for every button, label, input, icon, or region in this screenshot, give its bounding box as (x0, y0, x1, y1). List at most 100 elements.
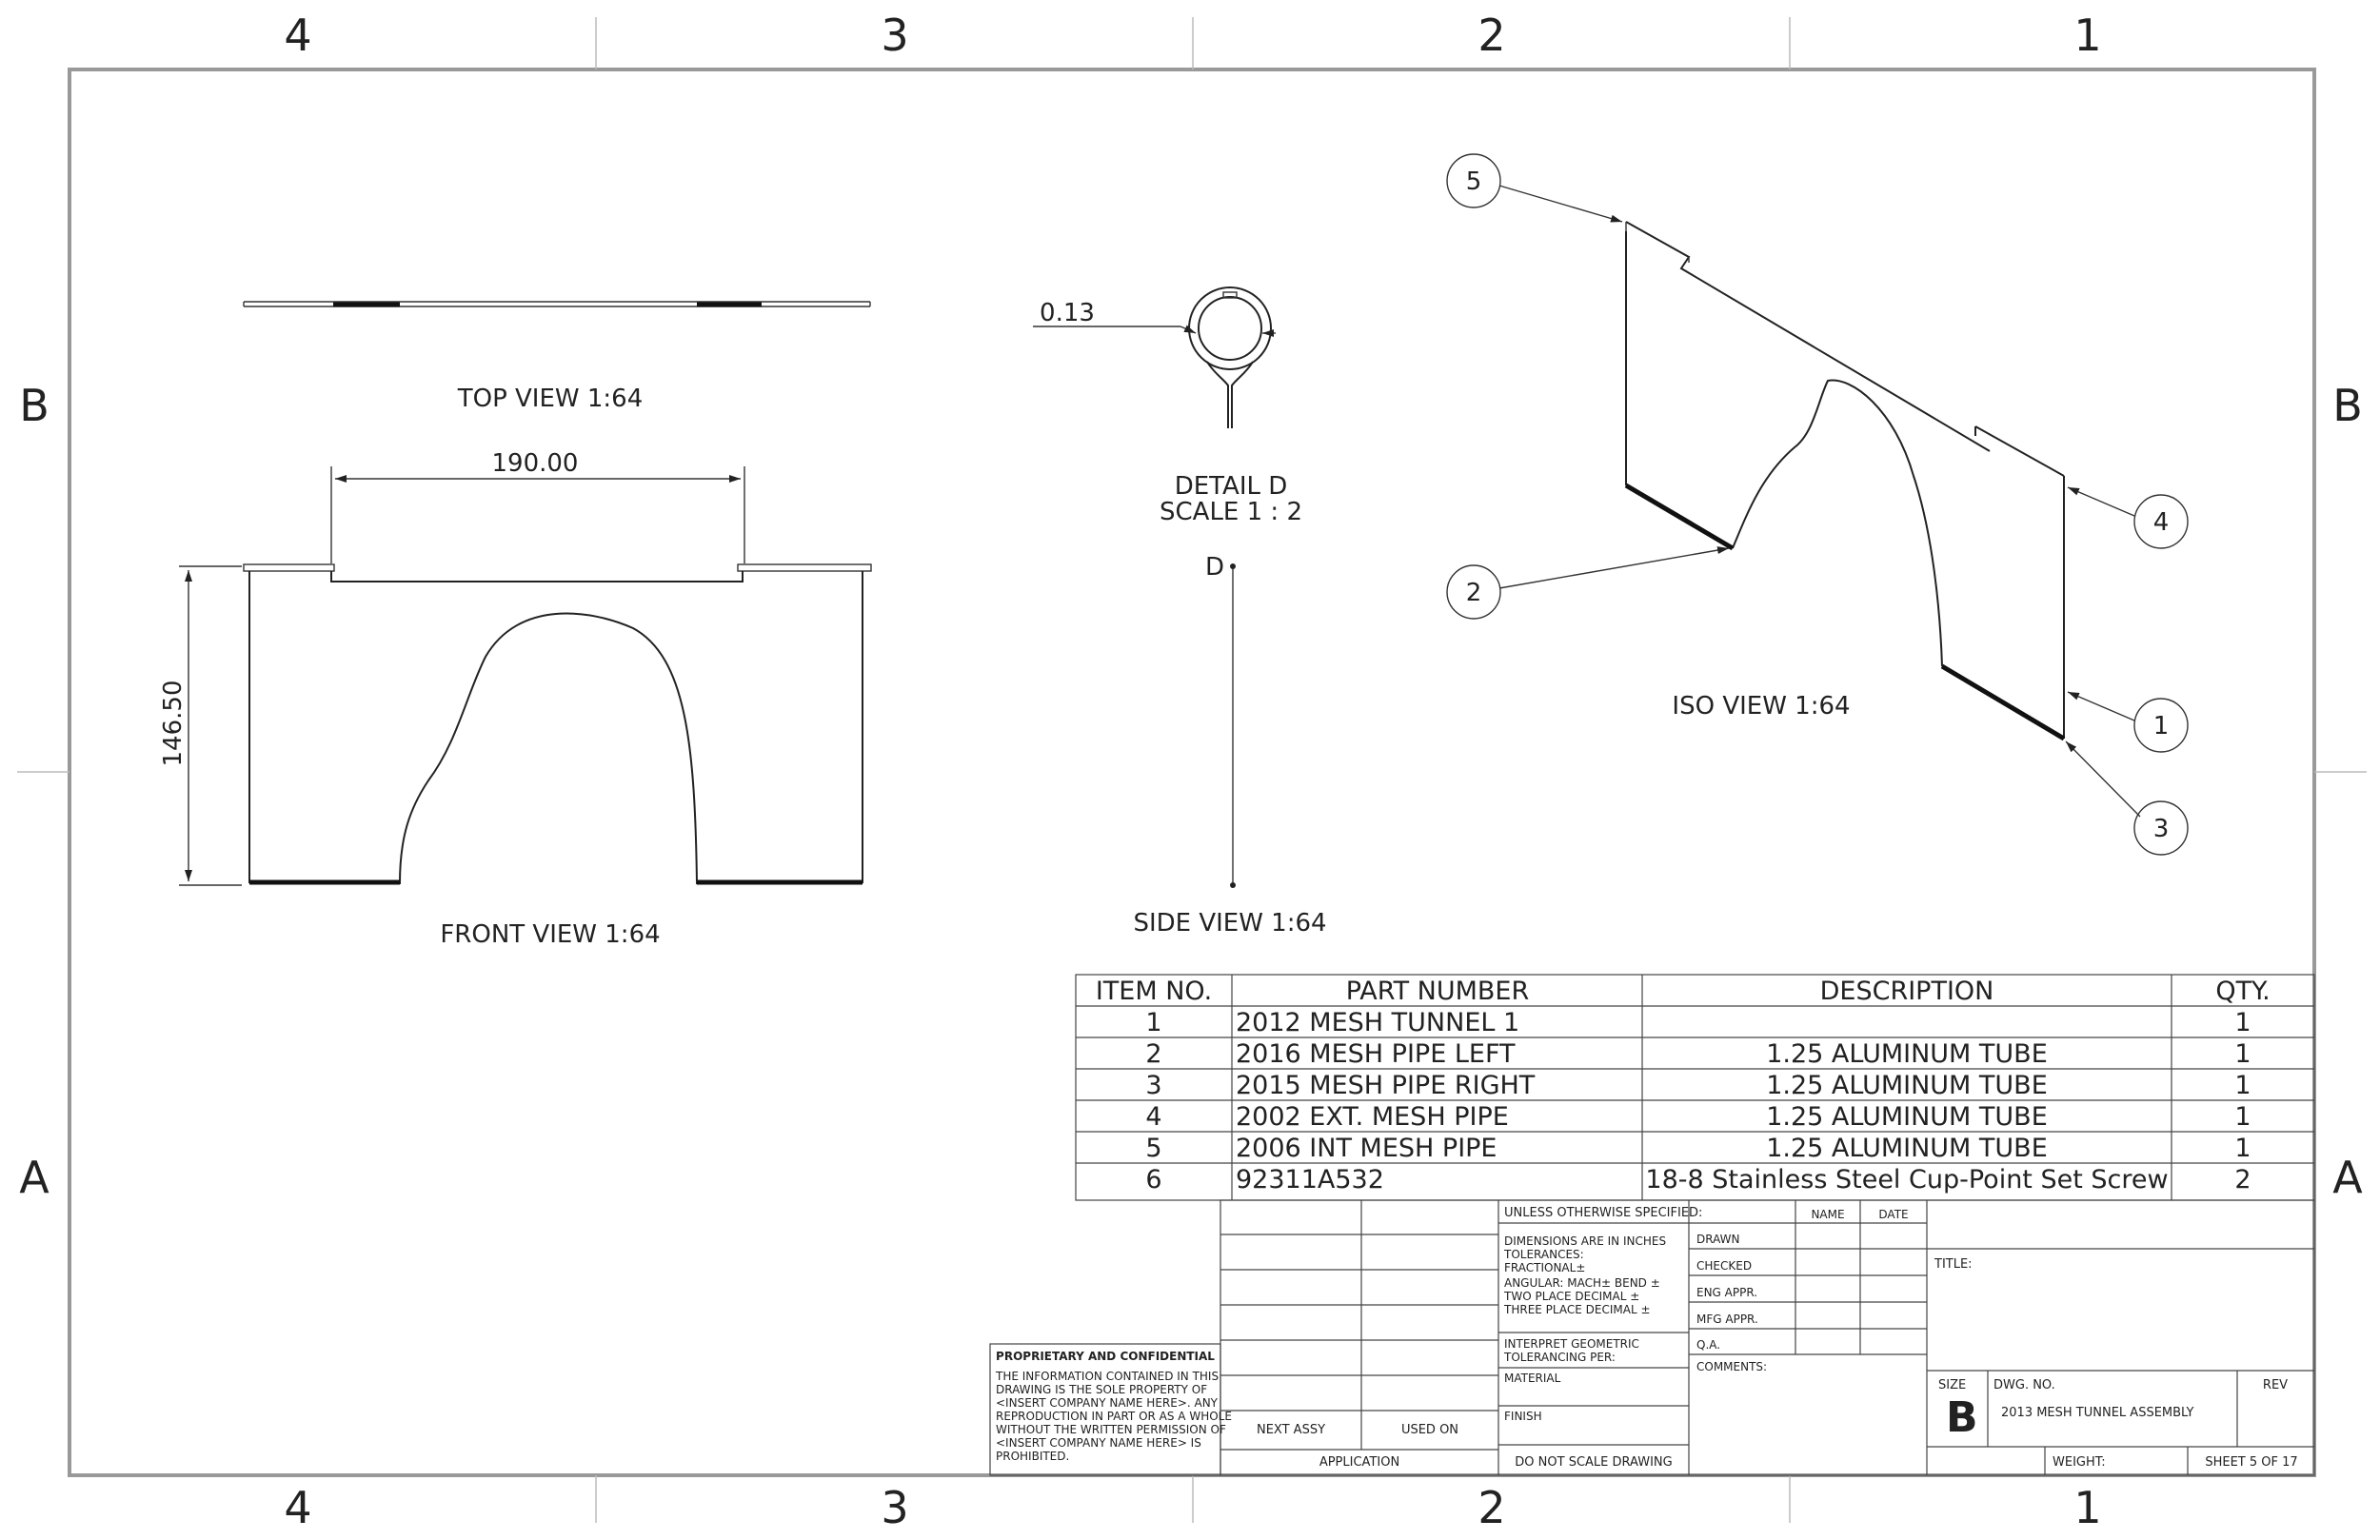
svg-text:1.25 ALUMINUM TUBE: 1.25 ALUMINUM TUBE (1766, 1071, 2048, 1100)
svg-text:1: 1 (2234, 1071, 2251, 1100)
zone-col-2-top: 2 (1478, 10, 1505, 61)
balloon-3: 3 (2065, 740, 2189, 856)
top-view (243, 301, 871, 307)
detail-d-scale: SCALE 1 : 2 (1160, 498, 1302, 526)
svg-text:3: 3 (2153, 815, 2170, 843)
tolerance-line: TOLERANCES: (1503, 1248, 1584, 1261)
tolerance-line: FRACTIONAL± (1504, 1261, 1585, 1274)
svg-text:6: 6 (1145, 1165, 1161, 1194)
svg-text:1: 1 (1145, 1008, 1161, 1037)
material-label: MATERIAL (1504, 1372, 1561, 1385)
proprietary-title: PROPRIETARY AND CONFIDENTIAL (996, 1350, 1215, 1363)
svg-text:2: 2 (1145, 1039, 1161, 1069)
zone-row-a-right: A (2332, 1152, 2363, 1203)
application-label: APPLICATION (1319, 1455, 1399, 1470)
svg-text:1.25 ALUMINUM TUBE: 1.25 ALUMINUM TUBE (1766, 1134, 2048, 1163)
bom-row: 6 92311A532 18-8 Stainless Steel Cup-Poi… (1145, 1165, 2251, 1194)
svg-text:1: 1 (2234, 1039, 2251, 1069)
svg-text:2012 MESH TUNNEL 1: 2012 MESH TUNNEL 1 (1236, 1008, 1519, 1037)
proprietary-line: WITHOUT THE WRITTEN PERMISSION OF (996, 1423, 1226, 1436)
svg-text:1.25 ALUMINUM TUBE: 1.25 ALUMINUM TUBE (1766, 1039, 2048, 1069)
approval-qa: Q.A. (1696, 1338, 1720, 1352)
zone-row-b-right: B (2332, 380, 2363, 431)
approval-eng: ENG APPR. (1696, 1286, 1757, 1299)
bom-row: 1 2012 MESH TUNNEL 1 1 (1145, 1008, 2251, 1037)
proprietary-line: PROHIBITED. (996, 1450, 1069, 1463)
drawing-border (68, 68, 2316, 1477)
svg-text:5: 5 (1466, 168, 1482, 196)
interpret-line: INTERPRET GEOMETRIC (1504, 1337, 1639, 1351)
approval-drawn: DRAWN (1696, 1233, 1740, 1246)
detail-d-view (1033, 286, 1276, 428)
zone-ticks (17, 17, 2367, 1523)
side-view (1230, 563, 1236, 888)
next-assy-label: NEXT ASSY (1257, 1423, 1325, 1437)
svg-text:4: 4 (2153, 508, 2170, 537)
svg-text:1: 1 (2234, 1008, 2251, 1037)
name-col-header: NAME (1811, 1208, 1844, 1221)
title-label: TITLE: (1934, 1257, 1973, 1272)
zone-col-4-top: 4 (284, 10, 311, 61)
zone-col-1-bottom: 1 (2073, 1482, 2101, 1533)
do-not-scale: DO NOT SCALE DRAWING (1515, 1455, 1672, 1470)
zone-col-2-bottom: 2 (1478, 1482, 1505, 1533)
zone-col-4-bottom: 4 (284, 1482, 311, 1533)
bom-row: 5 2006 INT MESH PIPE 1.25 ALUMINUM TUBE … (1145, 1134, 2251, 1163)
svg-text:4: 4 (1145, 1102, 1161, 1132)
svg-text:2: 2 (1466, 579, 1482, 607)
comments-label: COMMENTS: (1696, 1360, 1767, 1373)
bom-table (1075, 974, 2315, 1201)
tolerance-line: DIMENSIONS ARE IN INCHES (1504, 1234, 1666, 1248)
side-view-label: SIDE VIEW 1:64 (1133, 909, 1326, 938)
front-view (179, 466, 872, 886)
svg-text:2002 EXT. MESH PIPE: 2002 EXT. MESH PIPE (1236, 1102, 1509, 1132)
approval-checked: CHECKED (1696, 1259, 1752, 1273)
unless-specified: UNLESS OTHERWISE SPECIFIED: (1504, 1206, 1702, 1220)
zone-row-a-left: A (19, 1152, 50, 1203)
rev-label: REV (2263, 1378, 2288, 1392)
svg-text:2015 MESH PIPE RIGHT: 2015 MESH PIPE RIGHT (1236, 1071, 1536, 1100)
svg-text:92311A532: 92311A532 (1236, 1165, 1384, 1194)
detail-marker: D (1205, 553, 1224, 582)
bom-header-item: ITEM NO. (1096, 977, 1212, 1006)
sheet-number: SHEET 5 OF 17 (2205, 1455, 2297, 1470)
date-col-header: DATE (1878, 1208, 1908, 1221)
iso-view (1624, 221, 2066, 741)
zone-row-b-left: B (19, 380, 50, 431)
proprietary-line: <INSERT COMPANY NAME HERE> IS (996, 1436, 1201, 1450)
finish-label: FINISH (1504, 1410, 1542, 1423)
zone-col-3-top: 3 (881, 10, 908, 61)
svg-text:2: 2 (2234, 1165, 2251, 1194)
zone-col-1-top: 1 (2073, 10, 2101, 61)
size-value: B (1946, 1393, 1978, 1442)
detail-dimension: 0.13 (1040, 299, 1095, 327)
top-view-label: TOP VIEW 1:64 (457, 385, 644, 413)
svg-text:2016 MESH PIPE LEFT: 2016 MESH PIPE LEFT (1236, 1039, 1516, 1069)
dwg-no-label: DWG. NO. (1993, 1378, 2055, 1392)
interpret-line: TOLERANCING PER: (1503, 1351, 1616, 1364)
proprietary-line: THE INFORMATION CONTAINED IN THIS (995, 1370, 1219, 1383)
balloon-1: 1 (2067, 691, 2189, 753)
bom-row: 4 2002 EXT. MESH PIPE 1.25 ALUMINUM TUBE… (1145, 1102, 2251, 1132)
approval-mfg: MFG APPR. (1696, 1313, 1758, 1326)
zone-col-3-bottom: 3 (881, 1482, 908, 1533)
tolerance-line: THREE PLACE DECIMAL ± (1503, 1303, 1651, 1316)
tolerance-line: ANGULAR: MACH± BEND ± (1504, 1276, 1660, 1290)
svg-text:1: 1 (2234, 1102, 2251, 1132)
title-block (989, 1199, 2315, 1476)
bom-header-description: DESCRIPTION (1820, 977, 1994, 1006)
balloon-5: 5 (1446, 153, 1623, 223)
bom-row: 3 2015 MESH PIPE RIGHT 1.25 ALUMINUM TUB… (1145, 1071, 2251, 1100)
svg-text:2006 INT MESH PIPE: 2006 INT MESH PIPE (1236, 1134, 1497, 1163)
svg-text:1: 1 (2153, 712, 2170, 740)
detail-d-title: DETAIL D (1175, 472, 1288, 501)
dwg-no-value: 2013 MESH TUNNEL ASSEMBLY (2001, 1406, 2194, 1420)
balloon-2: 2 (1446, 546, 1730, 620)
svg-text:18-8 Stainless Steel Cup-Point: 18-8 Stainless Steel Cup-Point Set Screw (1645, 1165, 2168, 1194)
used-on-label: USED ON (1401, 1423, 1458, 1437)
tolerance-line: TWO PLACE DECIMAL ± (1503, 1290, 1639, 1303)
iso-view-label: ISO VIEW 1:64 (1672, 692, 1850, 721)
dimension-height: 146.50 (159, 681, 188, 767)
front-view-label: FRONT VIEW 1:64 (440, 920, 660, 949)
